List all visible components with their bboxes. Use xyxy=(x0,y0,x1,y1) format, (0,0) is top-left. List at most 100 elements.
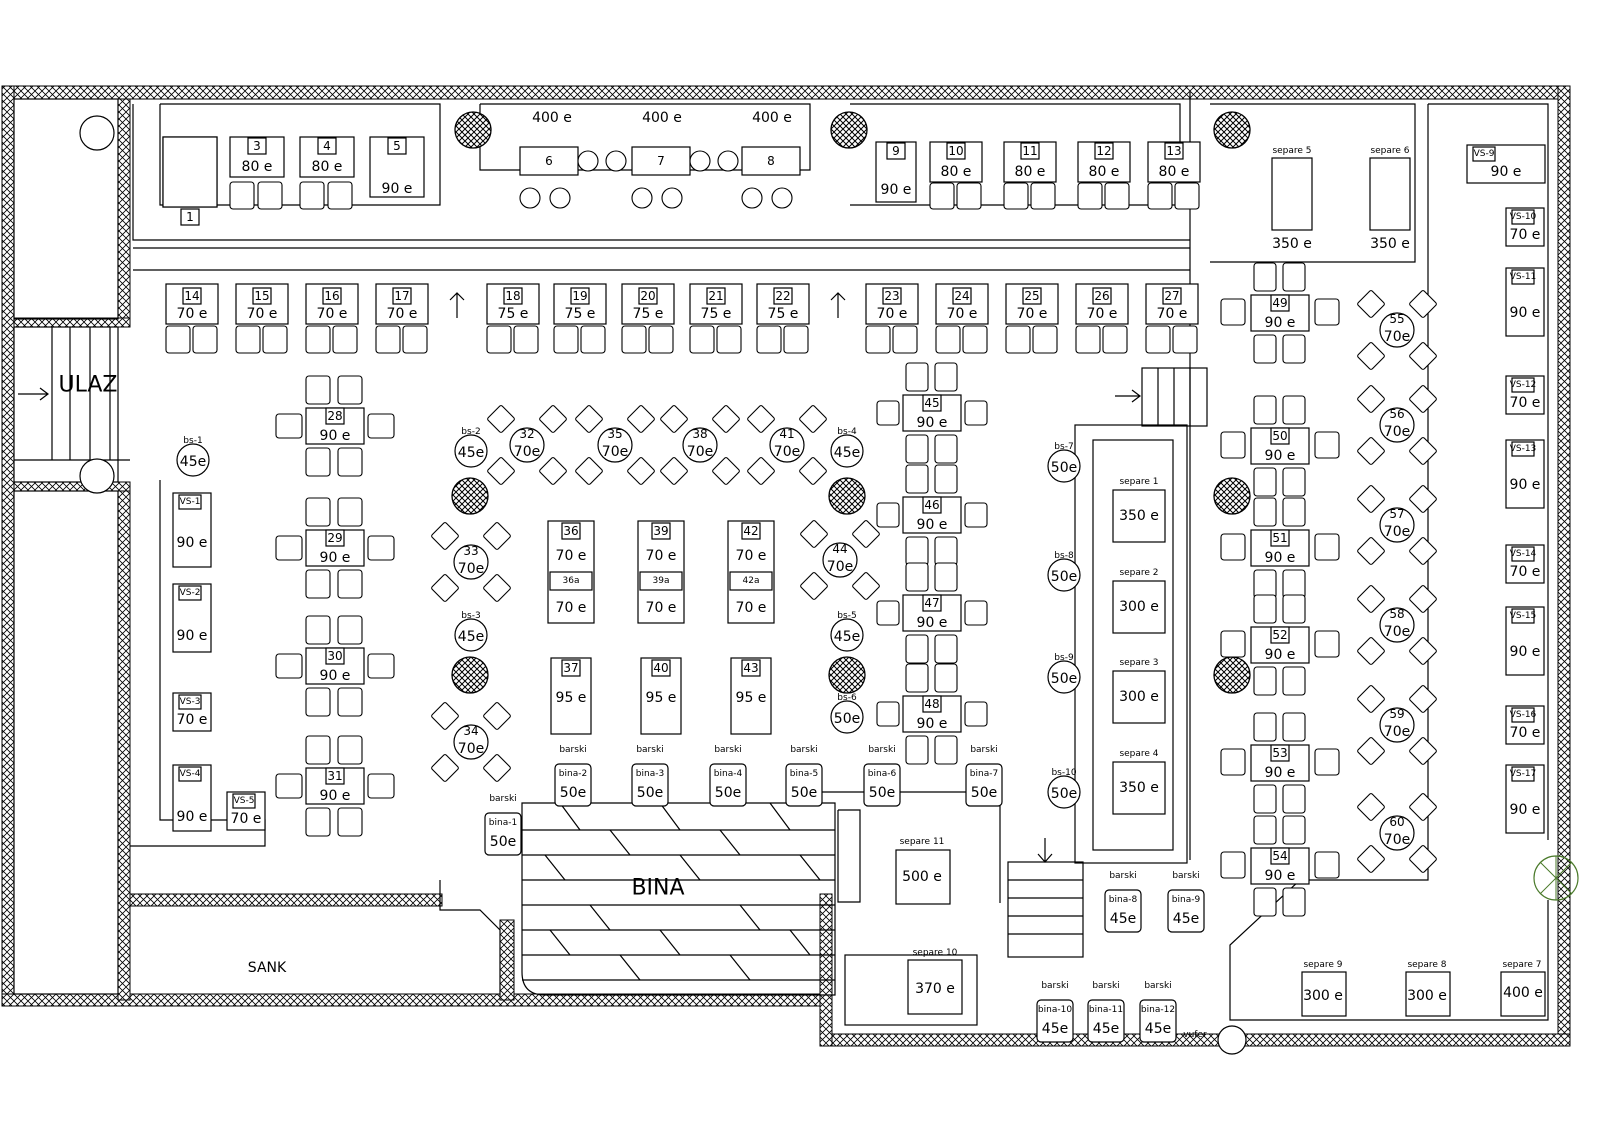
VS-3[interactable]: VS-370 e xyxy=(172,692,212,732)
table-7[interactable]: 7 xyxy=(631,146,691,176)
table-1[interactable]: 1 xyxy=(162,136,218,226)
VS-1[interactable]: VS-190 e xyxy=(172,492,212,568)
table-5[interactable]: 590 e xyxy=(369,136,425,198)
table-6[interactable]: 6 xyxy=(519,146,579,176)
VS-5[interactable]: VS-570 e xyxy=(226,791,266,831)
table-4[interactable]: 480 e xyxy=(299,136,355,210)
VS-2[interactable]: VS-290 e xyxy=(172,583,212,653)
table-9[interactable]: 990 e xyxy=(875,141,917,203)
table-8[interactable]: 8 xyxy=(741,146,801,176)
table-3[interactable]: 380 e xyxy=(229,136,285,210)
VS-4[interactable]: VS-490 e xyxy=(172,764,212,832)
